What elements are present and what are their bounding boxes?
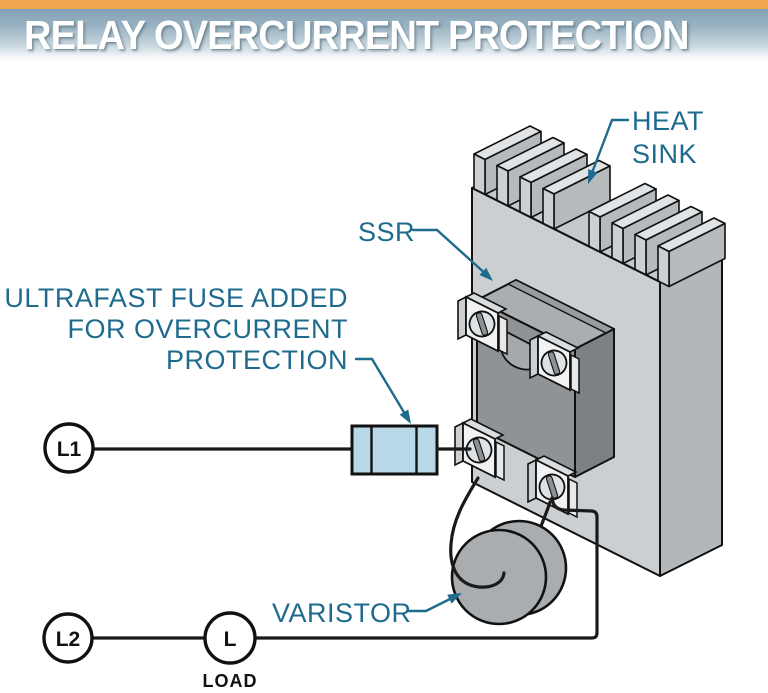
heat-sink-label-line2: SINK (632, 139, 697, 169)
relay-protection-diagram: L1 L2 L LOAD HEAT SINK SSR ULTRAFAST FUS… (4, 106, 726, 691)
heat-sink-label-line1: HEAT (632, 106, 704, 136)
ssr-leader-line (411, 228, 490, 278)
top-accent-bar (0, 0, 768, 9)
fuse-note-leader-line (354, 357, 407, 416)
page-title: RELAY OVERCURRENT PROTECTION (24, 11, 690, 58)
title-band: RELAY OVERCURRENT PROTECTION (0, 9, 768, 62)
heat-sink-arrow-icon (588, 169, 598, 184)
varistor-leader-line (406, 596, 454, 613)
callout-ssr: SSR (358, 217, 493, 281)
fuse-note-line2: FOR OVERCURRENT (67, 314, 348, 344)
wire-varistor-front-lead (449, 476, 506, 589)
fuse-note-arrow-icon (399, 409, 411, 424)
callout-fuse-note: ULTRAFAST FUSE ADDED FOR OVERCURRENT PRO… (4, 283, 411, 424)
varistor-arrow-icon (447, 593, 462, 604)
heat-sink-leader-line (588, 118, 630, 180)
callout-varistor: VARISTOR (272, 593, 462, 628)
callout-heat-sink: HEAT SINK (588, 106, 704, 184)
terminal-l1: L1 (43, 422, 95, 474)
heat-sink-side-face (659, 250, 723, 577)
terminal-l1-label: L1 (57, 438, 82, 461)
terminal-load: L (203, 611, 257, 665)
terminal-load-label: L (224, 628, 237, 651)
load-caption: LOAD (203, 671, 258, 691)
ssr-side-face (574, 328, 615, 478)
varistor-disc-front (450, 528, 548, 626)
fuse-note-line1: ULTRAFAST FUSE ADDED (4, 283, 348, 313)
fuse-note-line3: PROTECTION (166, 345, 348, 375)
ultrafast-fuse (350, 424, 439, 476)
varistor (450, 519, 568, 626)
ssr-body (454, 279, 616, 518)
varistor-label: VARISTOR (272, 598, 412, 628)
ssr-label: SSR (358, 217, 415, 247)
wire-ssr-to-load (254, 496, 599, 640)
ssr-arrow-icon (479, 267, 493, 281)
terminal-l2-label: L2 (56, 628, 81, 651)
terminal-l2: L2 (42, 612, 94, 664)
heat-sink-fins (473, 125, 726, 288)
